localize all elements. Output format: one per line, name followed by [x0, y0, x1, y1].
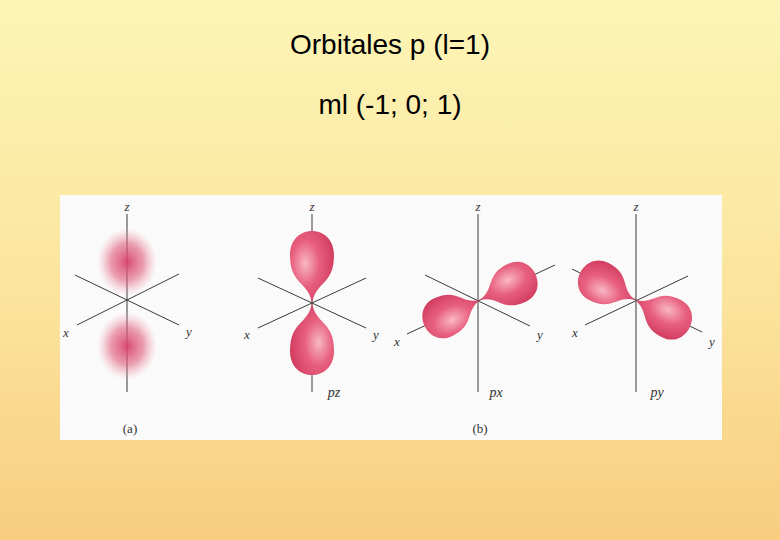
slide-title: Orbitales p (l=1) ml (-1; 0; 1)	[277, 15, 503, 135]
panel-label: (a)	[123, 422, 137, 435]
orbital-label: py	[650, 386, 663, 400]
axis-label: y	[537, 328, 543, 341]
panel-label: (b)	[472, 422, 487, 435]
axis-label: z	[475, 200, 480, 213]
axis-label: z	[633, 200, 638, 213]
axis-label: x	[572, 326, 578, 339]
electron-density	[97, 228, 157, 380]
axis-label: z	[124, 200, 129, 213]
axis-label: y	[373, 328, 379, 341]
axis-label: x	[244, 328, 250, 341]
pz-lobe	[290, 231, 334, 303]
axis-label: z	[309, 200, 314, 213]
pz-lobe	[290, 303, 334, 375]
z-axis	[636, 214, 637, 392]
py-lobe	[571, 254, 645, 319]
py-lobe	[626, 281, 700, 346]
axis-label: y	[186, 325, 192, 338]
z-axis	[478, 214, 479, 392]
density-cloud	[97, 228, 157, 296]
axis-label: y	[709, 335, 715, 348]
axes	[75, 214, 702, 392]
figure-panel	[60, 195, 722, 440]
orbital-label: px	[489, 386, 502, 400]
px-lobe	[416, 281, 489, 345]
axis-label: x	[63, 326, 69, 339]
orbital-lobes	[290, 231, 699, 375]
orbital-label: pz	[328, 386, 340, 400]
px-lobe	[471, 255, 544, 319]
axis-label: x	[394, 335, 400, 348]
density-cloud	[97, 312, 157, 380]
